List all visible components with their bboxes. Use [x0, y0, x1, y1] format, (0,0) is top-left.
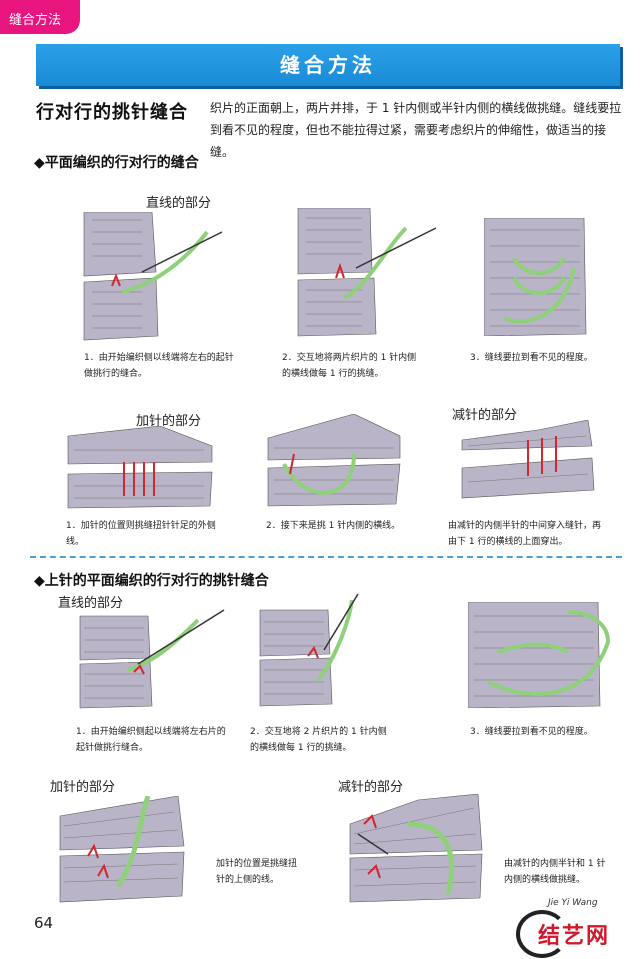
page-number: 64: [34, 914, 53, 932]
s1-caption-4: 1．加针的位置则挑缝扭针针足的外侧线。: [66, 518, 216, 550]
section-divider: [30, 556, 622, 558]
s2-straight-illus-1: [78, 600, 228, 712]
s1-caption-5: 2．接下来是挑 1 针内侧的横线。: [266, 518, 406, 534]
section1-heading: ◆平面编织的行对行的缝合: [34, 152, 199, 172]
s1-straight-label: 直线的部分: [146, 192, 211, 211]
s2-caption-3: 3．缝线要拉到看不见的程度。: [470, 724, 610, 740]
s2-caption-1: 1．由开始编织侧起以线端将左右片的起针做挑行缝合。: [76, 724, 226, 756]
site-logo: 结艺网: [516, 906, 626, 954]
s1-caption-3: 3．缝线要拉到看不见的程度。: [470, 350, 610, 366]
chapter-tab-label: 缝合方法: [9, 9, 61, 28]
s2-caption-4: 加针的位置是挑缝扭针的上侧的线。: [216, 856, 304, 888]
s1-straight-illus-1: [82, 212, 232, 342]
logo-text: 结艺网: [538, 918, 610, 950]
intro-text: 织片的正面朝上，两片并排，于 1 针内侧或半针内侧的横线做挑缝。缝线要拉到看不见…: [210, 97, 622, 163]
s2-caption-2: 2．交互地将 2 片织片的 1 针内侧的横线做每 1 行的挑缝。: [250, 724, 390, 756]
s1-straight-illus-2: [296, 208, 446, 338]
title-banner: 缝合方法: [36, 44, 620, 86]
s1-caption-2: 2．交互地将两片织片的 1 针内侧的横线做每 1 行的挑缝。: [282, 350, 418, 382]
s1-inc-illus-1: [64, 426, 214, 512]
s2-inc-label: 加针的部分: [50, 776, 115, 795]
s1-dec-illus: [458, 420, 598, 506]
section2-heading: ◆上针的平面编织的行对行的挑针缝合: [34, 570, 269, 590]
s2-straight-illus-3: [468, 602, 618, 708]
s1-caption-1: 1．由开始编织侧以线端将左右的起针做挑行的缝合。: [84, 350, 234, 382]
s1-straight-illus-3: [484, 218, 594, 336]
s2-inc-illus: [58, 796, 190, 906]
banner-title: 缝合方法: [280, 53, 376, 77]
s1-caption-6: 由减针的内侧半针的中间穿入缝针，再由下 1 行的横线的上面穿出。: [448, 518, 608, 550]
section-title: 行对行的挑针缝合: [36, 98, 188, 124]
s1-inc-illus-2: [264, 414, 404, 510]
s2-dec-illus: [348, 794, 490, 904]
chapter-tab: 缝合方法: [0, 0, 80, 34]
s2-straight-illus-2: [258, 590, 378, 708]
s2-dec-label: 减针的部分: [338, 776, 403, 795]
s2-caption-5: 由减针的内侧半针和 1 针内侧的横线做挑缝。: [504, 856, 608, 888]
